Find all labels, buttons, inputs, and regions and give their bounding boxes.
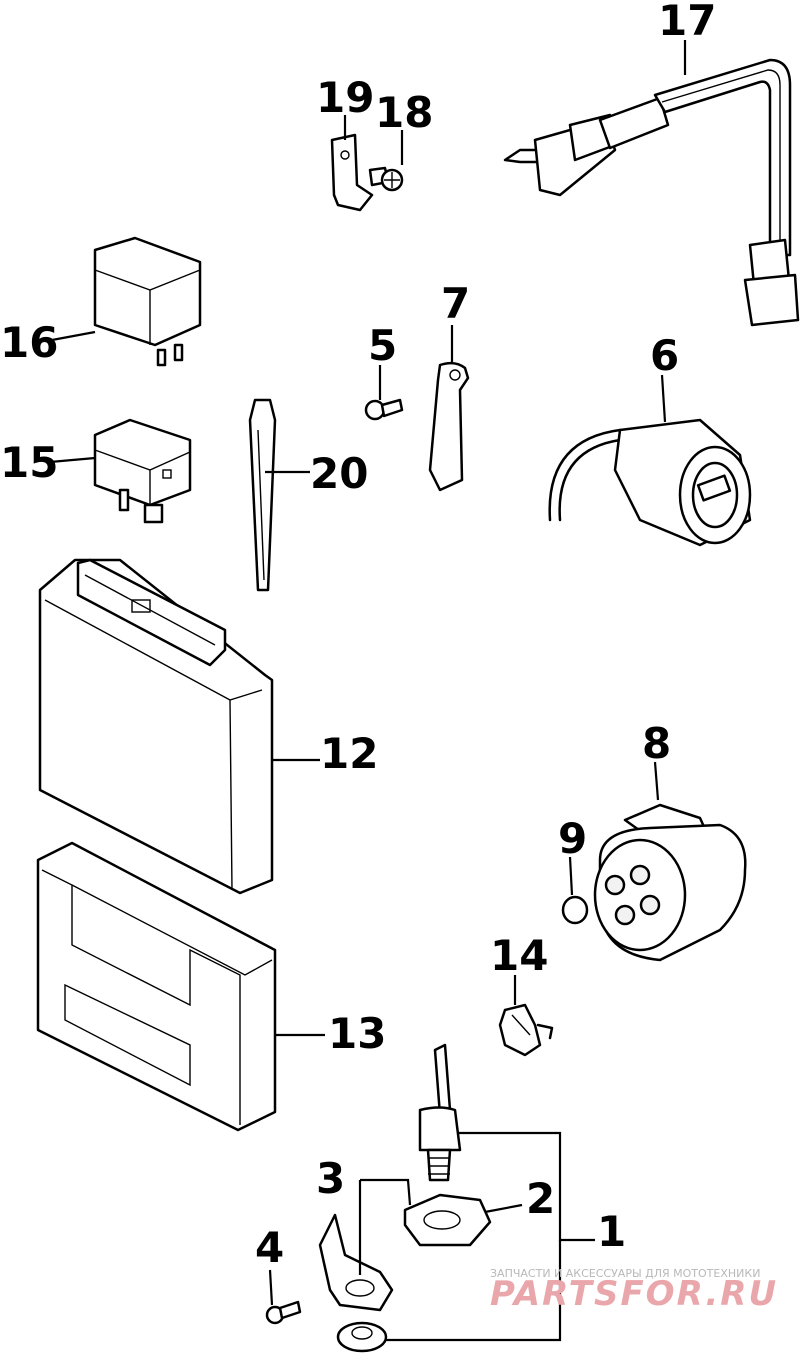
washer (336, 1321, 388, 1353)
callout-2: 2 (526, 1174, 555, 1223)
part-18-screw (368, 166, 404, 192)
part-19-bracket (330, 133, 374, 212)
part-4-bolt (265, 1300, 302, 1325)
callout-15: 15 (0, 438, 58, 487)
part-8-connector (593, 803, 747, 962)
part-3-bracket-plate (318, 1213, 394, 1312)
callout-9: 9 (558, 814, 587, 863)
callout-20: 20 (310, 449, 368, 498)
callout-1: 1 (597, 1207, 626, 1256)
callout-7: 7 (441, 279, 470, 328)
part-1-switch-sensor (418, 1043, 462, 1182)
callout-14: 14 (490, 931, 548, 980)
part-17-switch-harness (503, 58, 800, 327)
part-15-relay (93, 418, 192, 524)
callout-13: 13 (328, 1009, 386, 1058)
callout-12: 12 (320, 729, 378, 778)
part-5-bolt (364, 398, 404, 421)
callout-18: 18 (375, 88, 433, 137)
part-6-ignition-switch (548, 418, 752, 547)
callout-16: 16 (0, 318, 58, 367)
part-14-clamp (498, 1003, 554, 1057)
watermark-caption: ЗАПЧАСТИ И АКСЕССУАРЫ ДЛЯ МОТОТЕХНИКИ (490, 1267, 760, 1280)
callout-5: 5 (368, 321, 397, 370)
callout-4: 4 (255, 1223, 284, 1272)
part-7-sensor-lead (428, 361, 470, 492)
callout-19: 19 (316, 73, 374, 122)
part-20-cable-tie (248, 398, 277, 592)
callout-17: 17 (658, 0, 716, 45)
part-2-plate (403, 1193, 492, 1247)
part-9-cap (561, 895, 589, 925)
watermark: ЗАПЧАСТИ И АКСЕССУАРЫ ДЛЯ МОТОТЕХНИКИ PA… (490, 1267, 778, 1314)
callout-8: 8 (642, 719, 671, 768)
watermark-logo: PARTSFOR.RU (490, 1274, 778, 1314)
part-16-relay (93, 236, 202, 367)
callout-3: 3 (316, 1154, 345, 1203)
callout-6: 6 (650, 331, 679, 380)
leader-lines (49, 40, 687, 1342)
part-13-ecu-cover (36, 841, 277, 1132)
callout-labels: 17 19 18 16 5 7 6 15 20 12 8 9 14 13 3 2… (0, 0, 716, 1272)
part-12-ecu (38, 558, 274, 895)
